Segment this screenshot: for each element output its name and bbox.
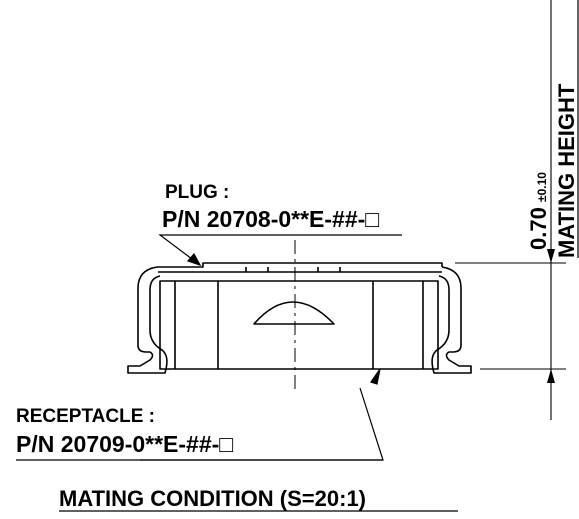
dimension-label: MATING HEIGHT — [554, 83, 579, 258]
plug-top-plate — [157, 262, 443, 268]
dimension-tolerance: ±0.10 — [535, 172, 549, 202]
plug-part-number: P/N 20708-0**E-##-□ — [162, 206, 379, 232]
drawing-caption: MATING CONDITION (S=20:1) — [59, 486, 366, 511]
center-dome — [253, 301, 335, 325]
dimension-value: 0.70 — [526, 207, 551, 250]
mating-height-dimension — [455, 0, 566, 420]
plug-label: PLUG : — [165, 182, 229, 203]
plug-leader — [158, 234, 402, 266]
receptacle-label: RECEPTACLE : — [16, 406, 155, 427]
receptacle-part-number: P/N 20709-0**E-##-□ — [16, 431, 233, 457]
left-j-lead — [127, 266, 168, 374]
connector-body — [127, 262, 472, 374]
receptacle-housing — [159, 280, 439, 370]
leader-lines — [140, 234, 402, 461]
right-j-lead — [431, 266, 472, 374]
